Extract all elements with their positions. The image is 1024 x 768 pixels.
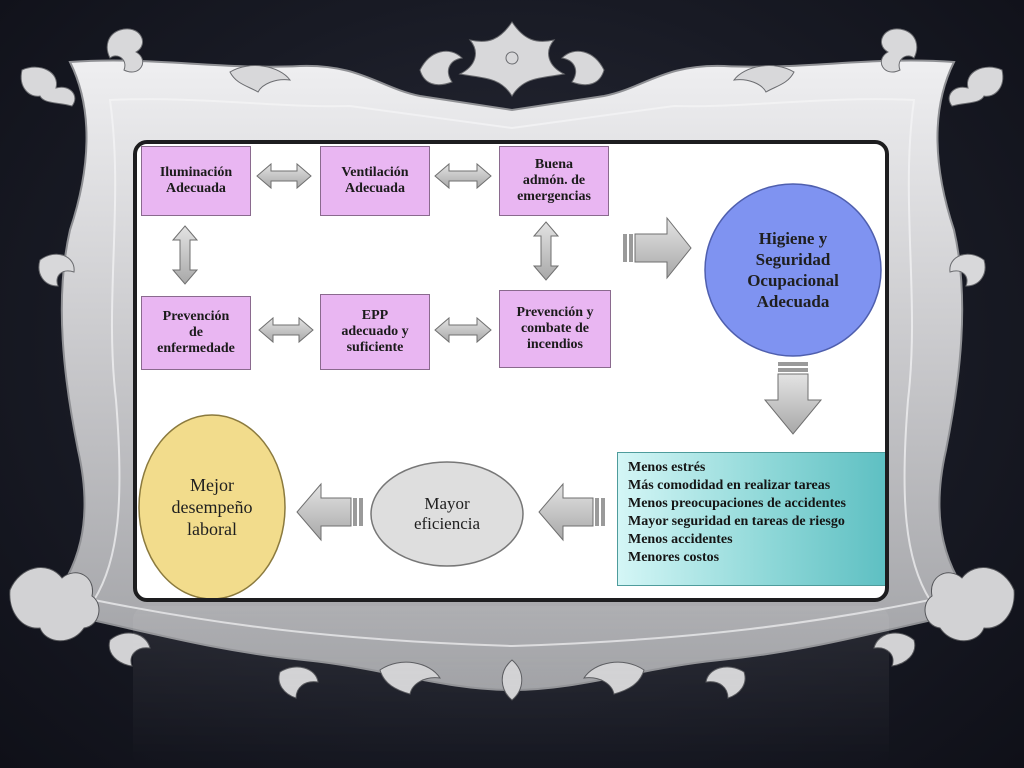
ornament-side-right: [949, 253, 986, 287]
block-arrow-to-hub: [623, 216, 692, 280]
ornament-top-right: [732, 28, 1004, 107]
ornament-bottom-left: [9, 567, 151, 667]
benefit-item: Menos estrés: [628, 460, 706, 475]
box-line: de: [188, 325, 203, 340]
box-line: Adecuada: [345, 181, 405, 196]
efficiency-line: eficiencia: [413, 514, 481, 533]
double-arrow-epp-incendios: [434, 316, 492, 344]
double-arrow-iluminacion-ventilacion: [256, 162, 312, 190]
box-line: Ventilación: [341, 165, 409, 180]
box-line: admón. de: [522, 173, 586, 188]
box-line: enfermedade: [157, 341, 235, 356]
hub-line: Seguridad: [755, 250, 831, 269]
efficiency-ellipse: [370, 461, 524, 567]
hub-circle: [704, 183, 882, 357]
box-line: adecuado y: [341, 324, 409, 339]
double-arrow-ventilacion-emergencias: [434, 162, 492, 190]
box-line: Prevención y: [516, 305, 594, 320]
box-line: incendios: [526, 337, 583, 352]
ornament-top-left: [20, 28, 292, 107]
double-arrow-enfermedades-epp: [258, 316, 314, 344]
box-line: emergencias: [517, 189, 591, 204]
performance-line: laboral: [187, 519, 237, 539]
benefit-item: Más comodidad en realizar tareas: [628, 478, 831, 493]
double-arrow-vertical-right: [532, 221, 560, 281]
benefit-item: Menos preocupaciones de accidentes: [628, 496, 846, 511]
box-line: Buena: [534, 157, 574, 172]
hub-line: Higiene y: [758, 229, 828, 248]
box-line: suficiente: [346, 340, 404, 355]
box-line: Adecuada: [166, 181, 226, 196]
benefit-item: Menos accidentes: [628, 532, 733, 547]
block-arrow-to-efficiency: [538, 482, 605, 542]
box-line: Iluminación: [159, 165, 233, 180]
hub-line: Ocupacional: [747, 271, 839, 290]
benefits-list: Menos estrés Más comodidad en realizar t…: [617, 452, 885, 586]
ornament-bottom-center: [278, 659, 746, 701]
performance-line: Mejor: [189, 475, 234, 495]
performance-line: desempeño: [171, 497, 253, 517]
block-arrow-to-performance: [296, 482, 363, 542]
performance-ellipse: [138, 414, 286, 598]
ornament-side-left: [38, 253, 75, 287]
hub-line: Adecuada: [756, 292, 830, 311]
benefit-item: Mayor seguridad en tareas de riesgo: [628, 514, 845, 529]
frame-bevel: [92, 98, 932, 648]
box-line: Prevención: [162, 309, 230, 324]
ornament-top-center: [419, 21, 605, 97]
box-line: combate de: [520, 321, 590, 336]
ornament-bottom-right: [873, 567, 1015, 667]
efficiency-line: Mayor: [424, 494, 470, 513]
box-line: EPP: [361, 308, 389, 323]
double-arrow-vertical-left: [171, 225, 199, 285]
arrows-layer: [138, 162, 882, 598]
block-arrow-down: [763, 362, 823, 435]
benefit-item: Menores costos: [628, 550, 720, 565]
